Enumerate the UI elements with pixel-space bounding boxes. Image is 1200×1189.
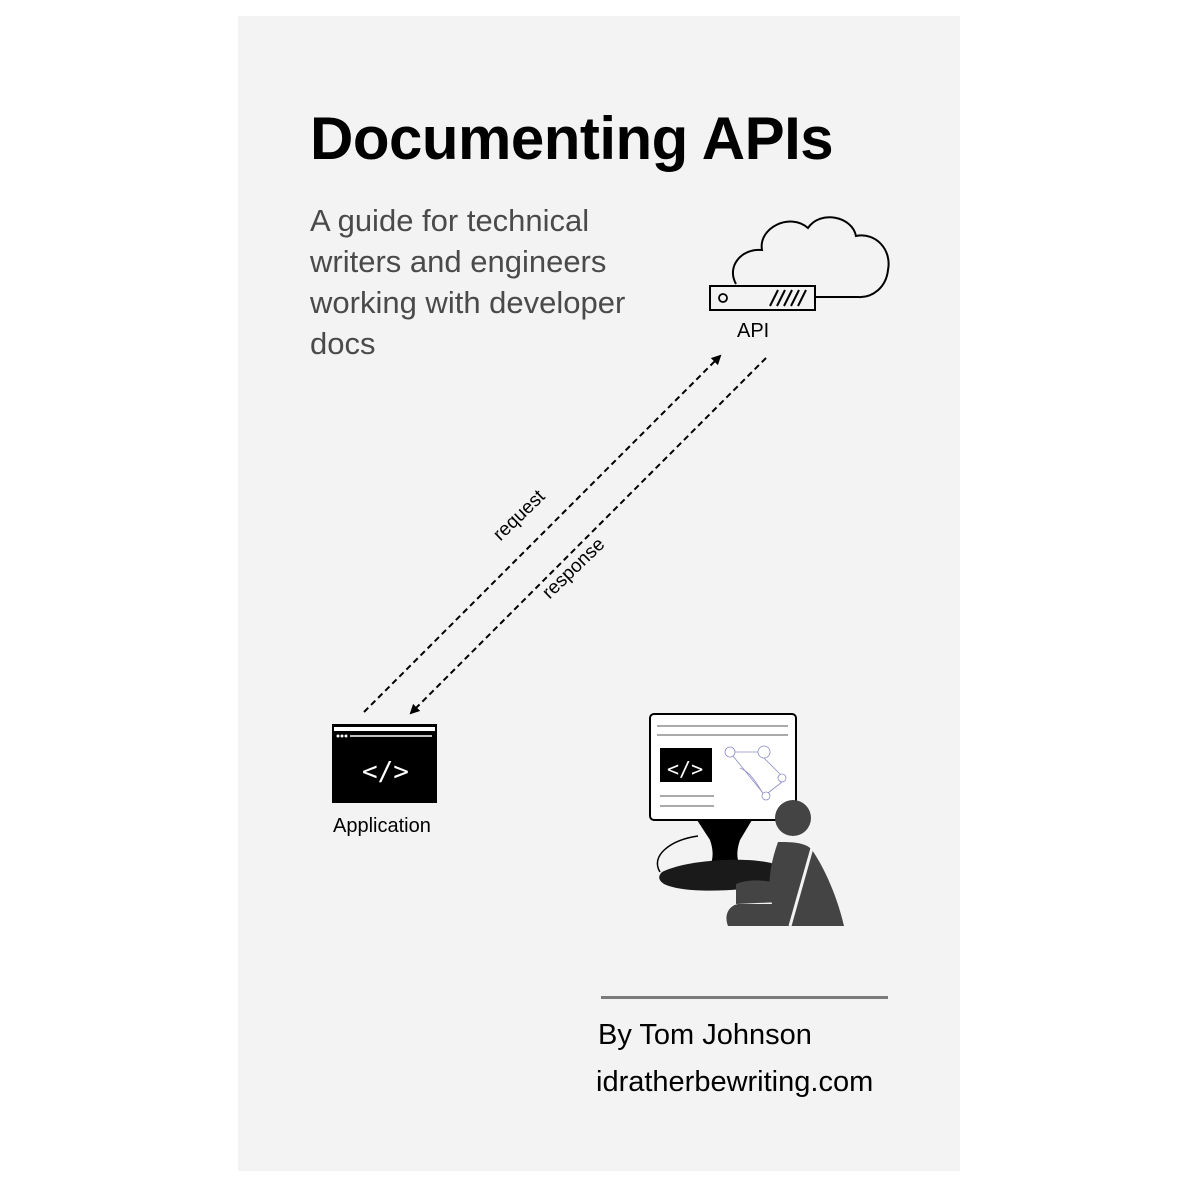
cloud-icon — [731, 216, 890, 299]
response-arrow — [409, 357, 767, 715]
subtitle-line: working with developer — [310, 285, 626, 320]
developer-at-monitor-icon — [649, 713, 844, 927]
server-icon — [709, 285, 816, 311]
book-subtitle: A guide for technical writers and engine… — [310, 200, 690, 364]
subtitle-line: docs — [310, 326, 376, 361]
author-name: By Tom Johnson — [598, 1019, 812, 1051]
api-label: API — [737, 320, 770, 342]
application-window-icon — [332, 724, 437, 803]
website-url: idratherbewriting.com — [596, 1066, 874, 1098]
monitor-code-symbol: </> — [667, 757, 704, 781]
subtitle-line: A guide for technical — [310, 203, 590, 238]
book-cover — [238, 16, 960, 1171]
code-symbol: </> — [362, 757, 409, 787]
subtitle-line: writers and engineers — [310, 244, 607, 279]
request-arrow — [363, 354, 722, 713]
divider-rule — [601, 996, 888, 999]
application-label: Application — [333, 815, 431, 837]
book-title: Documenting APIs — [310, 105, 834, 172]
